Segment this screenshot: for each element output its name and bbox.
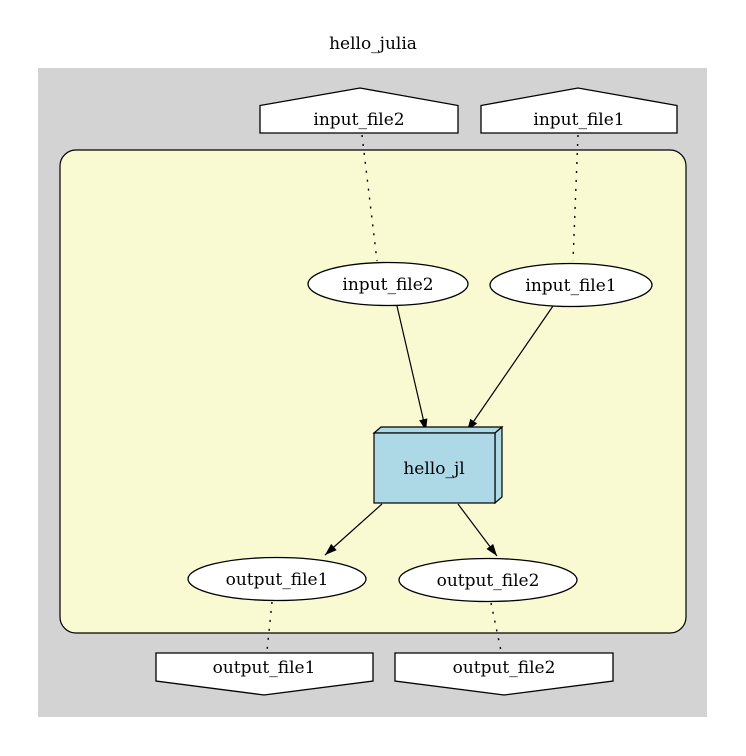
edge-wfinput1-portin1 xyxy=(572,134,579,262)
node-output-port-file1: output_file1 xyxy=(187,556,367,602)
workflow-cluster xyxy=(59,149,687,634)
node-workflow-output-file1: output_file1 xyxy=(155,652,374,696)
edges-solid xyxy=(324,305,554,557)
edge-step-portout2 xyxy=(457,503,498,557)
node-label: output_file2 xyxy=(437,571,540,591)
edge-step-portout1 xyxy=(324,503,383,556)
diagram-title: hello_julia xyxy=(329,34,417,54)
node-label: output_file1 xyxy=(213,658,316,678)
invhouse-shape xyxy=(394,652,614,696)
node-output-port-file2: output_file2 xyxy=(398,557,578,603)
node-label: output_file1 xyxy=(226,570,329,590)
house-shape xyxy=(480,87,678,134)
edge-portin1-step xyxy=(466,305,554,432)
node-label: hello_jl xyxy=(403,459,464,479)
box3d-front-face xyxy=(373,432,496,504)
node-workflow-input-file2: input_file2 xyxy=(259,87,459,134)
node-step-hello-jl: hello_jl xyxy=(372,425,504,505)
edges-dotted xyxy=(266,134,579,652)
node-label: output_file2 xyxy=(453,658,556,678)
invhouse-shape xyxy=(155,652,374,696)
node-input-port-file1: input_file1 xyxy=(489,262,653,308)
node-workflow-output-file2: output_file2 xyxy=(394,652,614,696)
edge-wfinput2-portin2 xyxy=(361,134,378,262)
box3d-side-face xyxy=(494,425,503,505)
ellipse-shape xyxy=(187,556,367,602)
house-shape xyxy=(259,87,459,134)
box3d-top-face xyxy=(372,426,504,434)
node-label: input_file2 xyxy=(313,110,404,130)
ellipse-shape xyxy=(489,262,653,308)
ellipse-shape xyxy=(307,261,469,307)
ellipse-shape xyxy=(398,557,578,603)
node-label: input_file2 xyxy=(342,275,433,295)
node-input-port-file2: input_file2 xyxy=(307,261,469,307)
node-label: input_file1 xyxy=(533,110,624,130)
edge-portin2-step xyxy=(396,305,428,432)
node-workflow-input-file1: input_file1 xyxy=(480,87,678,134)
node-label: input_file1 xyxy=(525,276,616,296)
